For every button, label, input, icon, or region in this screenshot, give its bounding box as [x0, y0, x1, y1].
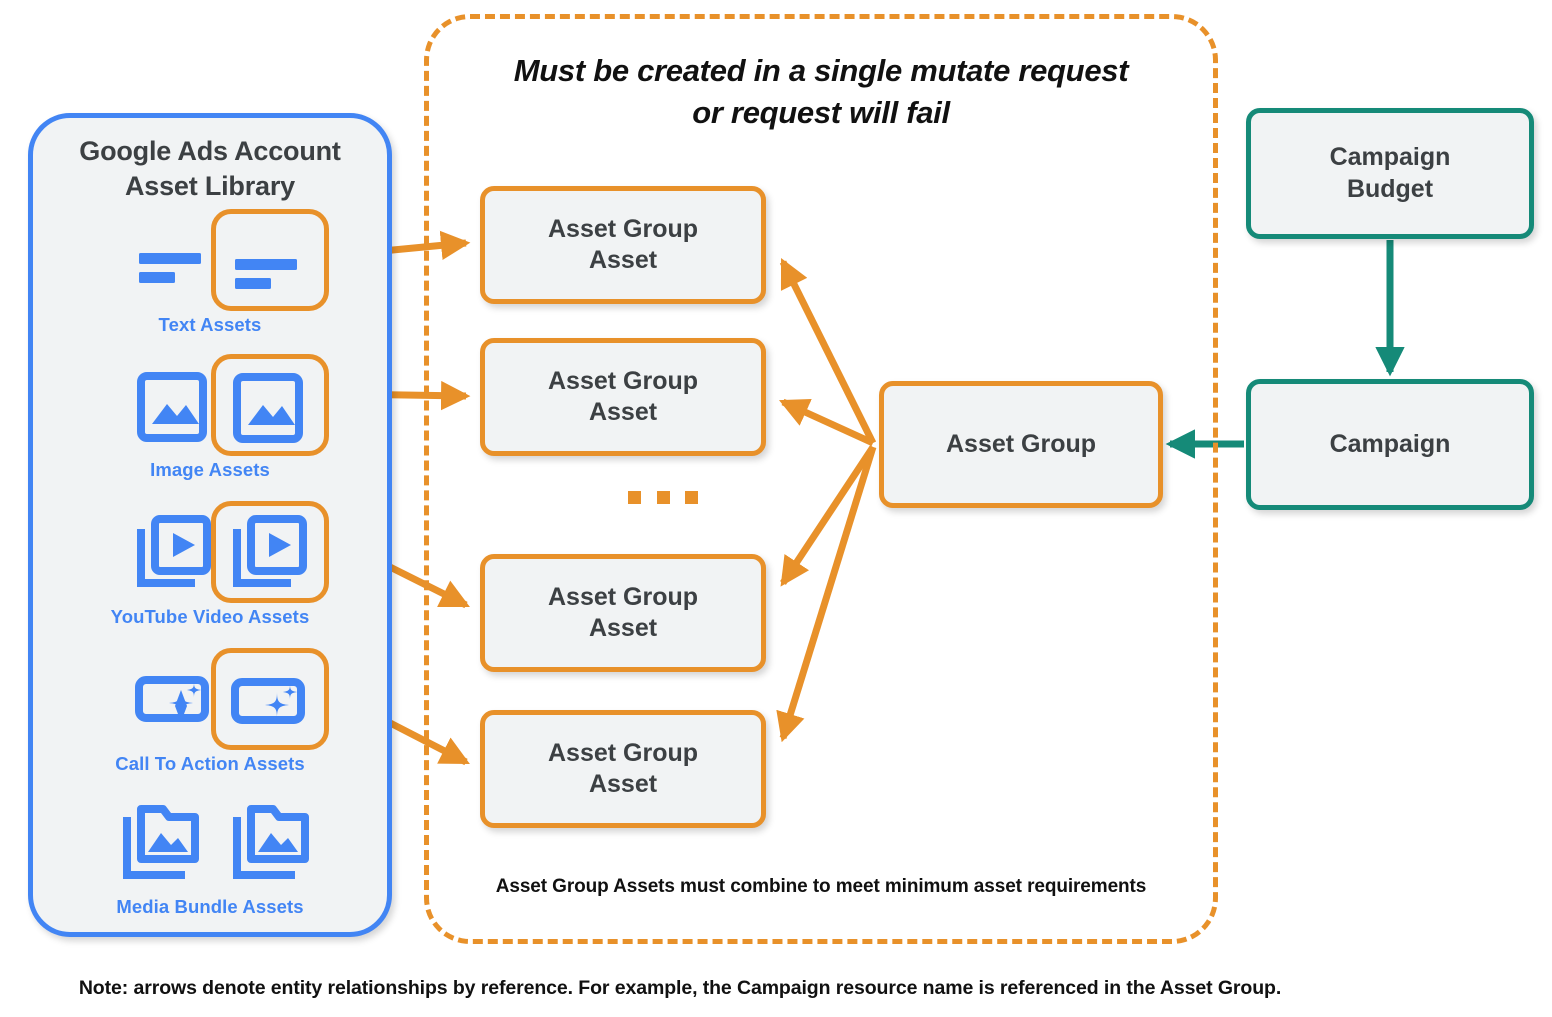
node-label-line2: Budget	[1346, 174, 1434, 203]
video-stack-icon	[131, 509, 217, 595]
image-icon-selected[interactable]	[211, 354, 329, 456]
node-label-line2: Asset	[588, 614, 658, 642]
selection-outline	[211, 354, 329, 456]
asset-label-image: Image Assets	[150, 459, 270, 480]
node-label-line2: Asset	[588, 398, 658, 426]
asset-group-asset-node[interactable]: Asset Group Asset	[480, 338, 766, 456]
call-to-action-sparkle-icon-selected[interactable]	[211, 648, 329, 750]
node-label-line1: Asset Group	[547, 738, 699, 767]
ellipsis-dot	[628, 491, 641, 504]
node-label-line1: Asset Group	[547, 214, 699, 243]
node-label: Asset Group	[945, 429, 1097, 458]
asset-group-node[interactable]: Asset Group	[879, 381, 1163, 508]
asset-row-media-bundle: Media Bundle Assets	[33, 796, 387, 918]
asset-library-title-line1: Google Ads Account	[79, 136, 341, 166]
node-label-line1: Campaign	[1329, 143, 1451, 171]
selection-outline	[211, 209, 329, 311]
call-to-action-sparkle-icon	[131, 656, 217, 742]
asset-label-cta: Call To Action Assets	[115, 753, 305, 774]
mutate-heading-line2: or request will fail	[692, 94, 950, 130]
selection-outline	[211, 501, 329, 603]
ellipsis-dot	[685, 491, 698, 504]
text-lines-icon	[131, 217, 217, 303]
asset-row-text: Text Assets	[33, 209, 387, 336]
node-label-line1: Asset Group	[547, 582, 699, 611]
selection-outline	[211, 648, 329, 750]
asset-group-asset-node[interactable]: Asset Group Asset	[480, 186, 766, 304]
video-stack-icon-selected[interactable]	[211, 501, 329, 603]
asset-label-media-bundle: Media Bundle Assets	[116, 896, 304, 917]
asset-row-image: Image Assets	[33, 354, 387, 481]
asset-row-video: YouTube Video Assets	[33, 501, 387, 628]
asset-group-asset-node[interactable]: Asset Group Asset	[480, 710, 766, 828]
mutate-heading-line1: Must be created in a single mutate reque…	[513, 53, 1129, 88]
node-label: Campaign	[1329, 429, 1451, 458]
node-label-line2: Asset	[588, 246, 658, 274]
image-icon	[131, 362, 217, 448]
asset-library-title: Google Ads Account Asset Library	[33, 134, 387, 204]
mutate-heading: Must be created in a single mutate reque…	[430, 50, 1212, 134]
ellipsis-indicator	[628, 491, 698, 507]
ellipsis-dot	[656, 491, 670, 504]
node-label-line1: Asset Group	[547, 366, 699, 395]
mutate-request-container	[424, 14, 1218, 944]
bottom-note: Note: arrows denote entity relationships…	[78, 977, 1282, 999]
asset-label-text: Text Assets	[158, 314, 262, 335]
asset-label-video: YouTube Video Assets	[110, 606, 310, 627]
asset-library-panel: Google Ads Account Asset Library	[28, 113, 392, 937]
asset-group-asset-node[interactable]: Asset Group Asset	[480, 554, 766, 672]
asset-row-cta: Call To Action Assets	[33, 648, 387, 775]
media-bundle-folder-icon-2	[229, 799, 315, 885]
campaign-budget-node[interactable]: Campaign Budget	[1246, 108, 1534, 239]
node-label-line2: Asset	[588, 770, 658, 798]
mutate-footnote: Asset Group Assets must combine to meet …	[495, 876, 1147, 897]
campaign-node[interactable]: Campaign	[1246, 379, 1534, 510]
media-bundle-folder-icon	[119, 799, 205, 885]
text-lines-icon-selected[interactable]	[211, 209, 329, 311]
asset-library-title-line2: Asset Library	[125, 171, 295, 202]
